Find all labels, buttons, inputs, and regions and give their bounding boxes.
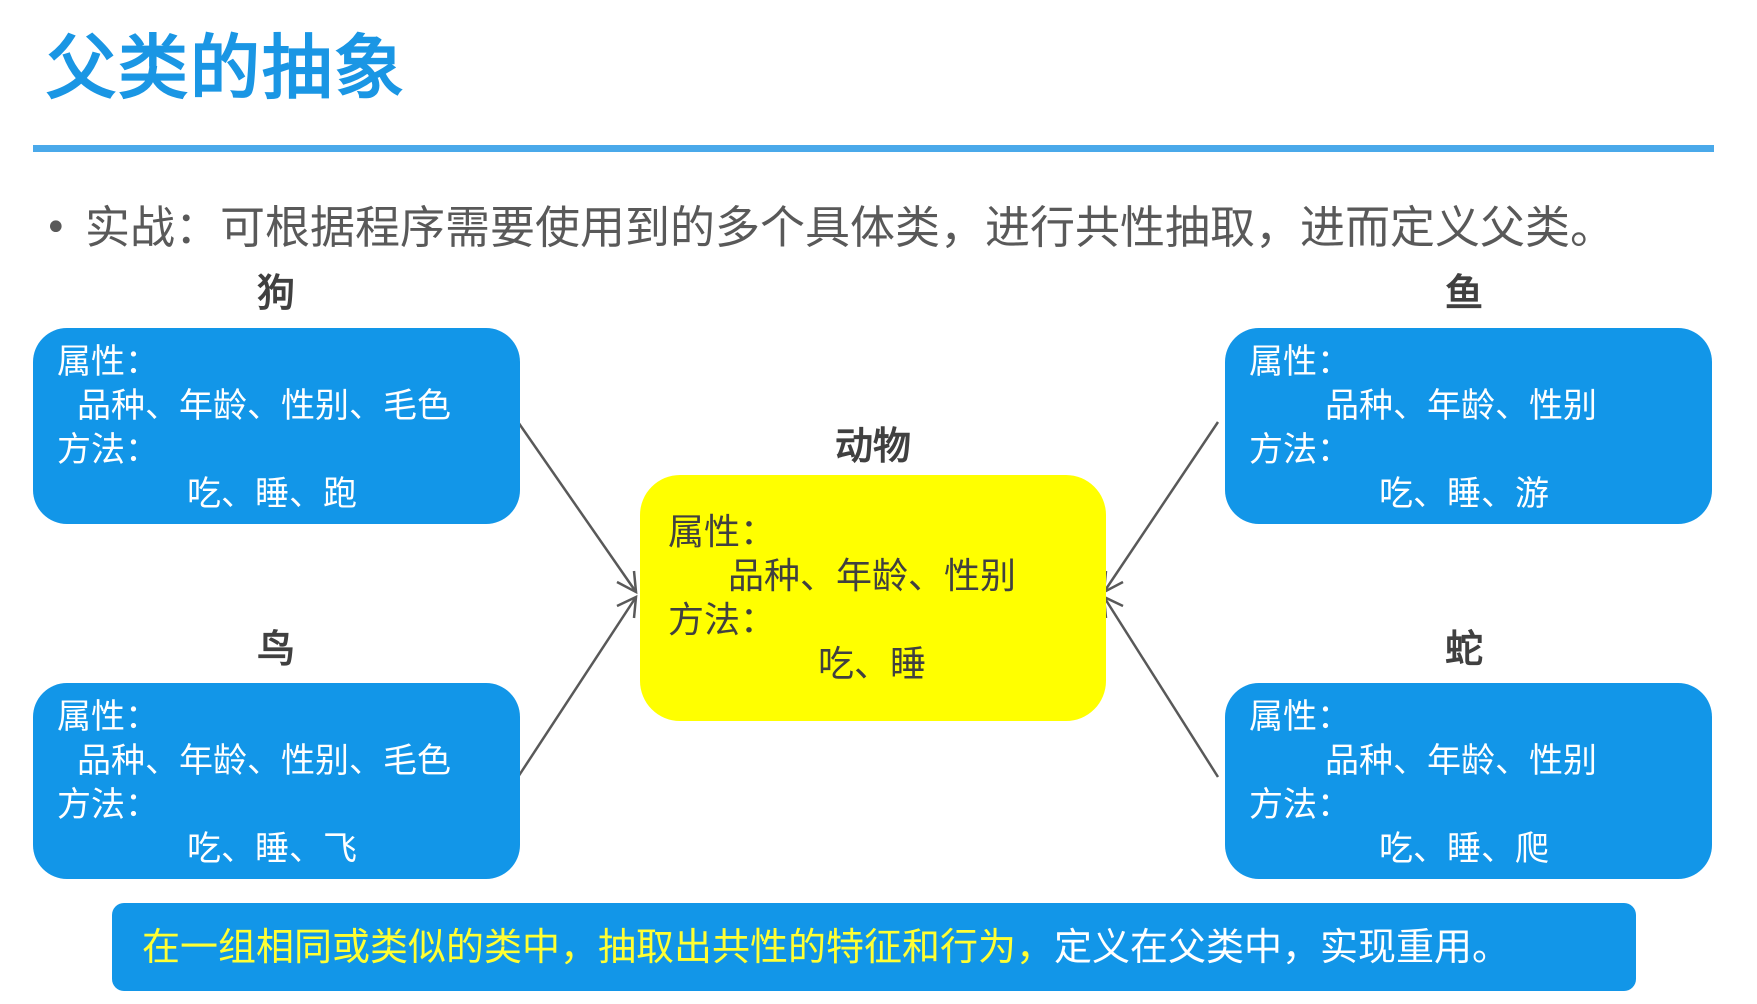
attr-values: 品种、年龄、性别、毛色 xyxy=(77,741,451,781)
arrow-dog-to-parent xyxy=(516,421,638,593)
attr-label: 属性： xyxy=(57,342,159,382)
method-label: 方法： xyxy=(1249,430,1351,470)
attr-label: 属性： xyxy=(1249,697,1351,737)
parent-class-label: 动物 xyxy=(834,424,911,468)
summary-banner: 在一组相同或类似的类中，抽取出共性的特征和行为，定义在父类中，实现重用。 xyxy=(112,903,1636,991)
attr-values: 品种、年龄、性别 xyxy=(728,556,1017,597)
method-values: 吃、睡、爬 xyxy=(1379,829,1549,869)
bullet-dot: • xyxy=(44,205,68,251)
class-card-bird: 属性： 品种、年龄、性别、毛色 方法： 吃、睡、飞 xyxy=(33,683,520,879)
slide-title: 父类的抽象 xyxy=(46,27,406,109)
class-label-snake: 蛇 xyxy=(1444,627,1483,671)
attr-values: 品种、年龄、性别 xyxy=(1325,386,1597,426)
arrow-snake-to-parent xyxy=(1102,596,1220,778)
arrowhead-bird xyxy=(616,594,638,619)
attr-label: 属性： xyxy=(1249,342,1351,382)
method-label: 方法： xyxy=(668,600,777,641)
attr-label: 属性： xyxy=(57,697,159,737)
arrowhead-dog xyxy=(616,570,638,595)
class-label-dog: 狗 xyxy=(256,271,295,315)
bullet-text: 实战：可根据程序需要使用到的多个具体类，进行共性抽取，进而定义父类。 xyxy=(85,201,1616,254)
summary-highlight: 在一组相同或类似的类中，抽取出共性的特征和行为， xyxy=(142,925,1055,969)
attr-values: 品种、年龄、性别 xyxy=(1325,741,1597,781)
bullet-point: • 实战：可根据程序需要使用到的多个具体类，进行共性抽取，进而定义父类。 xyxy=(44,188,1674,268)
class-card-dog: 属性： 品种、年龄、性别、毛色 方法： 吃、睡、跑 xyxy=(33,328,520,524)
class-label-fish: 鱼 xyxy=(1444,271,1483,315)
attr-label: 属性： xyxy=(668,512,777,553)
attr-values: 品种、年龄、性别、毛色 xyxy=(77,386,451,426)
title-underline xyxy=(33,145,1714,152)
method-values: 吃、睡、游 xyxy=(1379,474,1549,514)
summary-rest: 定义在父类中，实现重用。 xyxy=(1054,925,1511,969)
arrow-fish-to-parent xyxy=(1102,421,1220,593)
class-label-bird: 鸟 xyxy=(256,627,295,671)
method-values: 吃、睡 xyxy=(818,644,927,685)
method-label: 方法： xyxy=(57,430,159,470)
method-label: 方法： xyxy=(57,785,159,825)
method-values: 吃、睡、跑 xyxy=(187,474,357,514)
method-label: 方法： xyxy=(1249,785,1351,825)
class-card-snake: 属性： 品种、年龄、性别 方法： 吃、睡、爬 xyxy=(1225,683,1712,879)
arrow-bird-to-parent xyxy=(516,596,638,778)
method-values: 吃、睡、飞 xyxy=(187,829,357,869)
parent-class-card: 属性： 品种、年龄、性别 方法： 吃、睡 xyxy=(640,475,1106,721)
class-card-fish: 属性： 品种、年龄、性别 方法： 吃、睡、游 xyxy=(1225,328,1712,524)
